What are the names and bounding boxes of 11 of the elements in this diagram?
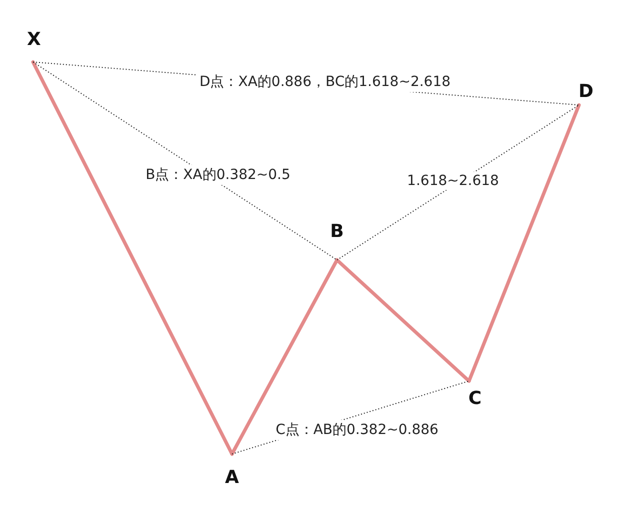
dotted-line <box>32 62 338 260</box>
point-label: A <box>224 468 240 488</box>
price-line <box>230 258 339 456</box>
price-line <box>31 60 234 456</box>
price-line <box>335 258 471 383</box>
dotted-line <box>336 104 580 260</box>
point-label: X <box>26 30 42 50</box>
price-line <box>467 103 581 383</box>
point-label: D <box>578 82 594 102</box>
point-label: B <box>329 222 345 242</box>
point-label: C <box>467 389 483 409</box>
